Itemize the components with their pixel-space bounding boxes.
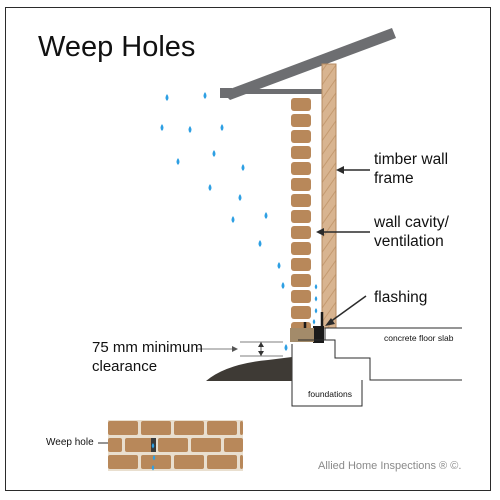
ground-soil xyxy=(206,357,292,381)
rain-drop xyxy=(277,262,281,269)
brick xyxy=(291,274,311,287)
slab-step xyxy=(325,339,462,381)
flashing-base xyxy=(313,326,324,343)
label-wall-cavity-line2: ventilation xyxy=(374,233,444,250)
timber-leader-arrow xyxy=(336,166,370,174)
inset-water-drop xyxy=(151,465,155,471)
brick xyxy=(291,290,311,303)
concrete-floor-slab xyxy=(298,327,462,341)
rain-drop xyxy=(220,124,224,131)
inset-brick xyxy=(207,421,237,435)
label-concrete-floor-slab: concrete floor slab xyxy=(384,333,454,343)
inset-brick xyxy=(191,438,221,452)
brick xyxy=(291,194,311,207)
brick xyxy=(291,114,311,127)
label-wall-cavity: wall cavity/ xyxy=(374,214,449,231)
rain-drop xyxy=(284,344,288,351)
inset-brick xyxy=(240,455,243,469)
rain-drop xyxy=(264,212,268,219)
weep-drip xyxy=(314,308,318,314)
inset-brick xyxy=(141,455,171,469)
cavity-leader-arrow xyxy=(316,228,370,236)
mortar-base xyxy=(290,328,314,342)
brick xyxy=(291,146,311,159)
inset-brick xyxy=(207,455,237,469)
inset-brick xyxy=(108,455,138,469)
brick xyxy=(291,306,311,319)
inset-brick xyxy=(108,421,138,435)
label-timber-wall-frame-line2: frame xyxy=(374,170,414,187)
brick xyxy=(291,98,311,111)
rain-drop xyxy=(176,158,180,165)
brick xyxy=(291,178,311,191)
diagram-frame xyxy=(5,7,491,491)
rain-drops xyxy=(160,92,288,351)
rain-drop xyxy=(212,150,216,157)
rain-drop xyxy=(165,94,169,101)
inset-brick xyxy=(174,455,204,469)
weep-hole-brick-inset xyxy=(108,420,243,471)
label-timber-wall-frame: timber wall xyxy=(374,151,449,168)
label-minimum-clearance: 75 mm minimum xyxy=(92,339,203,356)
roof-eave-soffit xyxy=(232,89,322,94)
brick xyxy=(291,130,311,143)
rain-drop xyxy=(281,282,285,289)
inset-brick xyxy=(158,438,188,452)
inset-water-drop xyxy=(152,455,156,461)
rain-drop xyxy=(160,124,164,131)
brick xyxy=(291,226,311,239)
rain-drop xyxy=(258,240,262,247)
rain-drop xyxy=(188,126,192,133)
inset-brick xyxy=(240,421,243,435)
weep-drip xyxy=(312,319,316,325)
rain-drop xyxy=(208,184,212,191)
rain-drop xyxy=(238,194,242,201)
weep-drip xyxy=(314,296,318,302)
brick xyxy=(291,258,311,271)
inset-water-drop xyxy=(151,443,155,449)
brick-veneer-wall xyxy=(291,98,311,335)
label-foundations: foundations xyxy=(308,389,352,399)
flashing-leader-arrow xyxy=(325,295,367,326)
inset-brick xyxy=(224,438,243,452)
label-weep-hole: Weep hole xyxy=(46,437,94,448)
label-flashing: flashing xyxy=(374,289,428,306)
page-title: Weep Holes xyxy=(38,31,196,63)
brick xyxy=(291,210,311,223)
label-minimum-clearance-line2: clearance xyxy=(92,358,158,375)
inset-brick xyxy=(141,421,171,435)
inset-brick xyxy=(125,438,155,452)
weep-drip xyxy=(314,284,318,290)
gutter xyxy=(220,88,232,98)
clearance-dimension xyxy=(196,341,283,357)
slab-and-foundations xyxy=(206,327,462,407)
rain-drop xyxy=(231,216,235,223)
inset-brick xyxy=(174,421,204,435)
roof-pitch xyxy=(222,28,396,100)
rain-drop xyxy=(203,92,207,99)
credit-text: Allied Home Inspections ® ©. xyxy=(318,460,462,472)
brick xyxy=(291,242,311,255)
rain-drop xyxy=(241,164,245,171)
roof xyxy=(220,28,396,100)
inset-brick xyxy=(108,438,122,452)
brick xyxy=(291,162,311,175)
weep-drips xyxy=(312,284,318,325)
timber-wall-frame xyxy=(321,63,337,329)
